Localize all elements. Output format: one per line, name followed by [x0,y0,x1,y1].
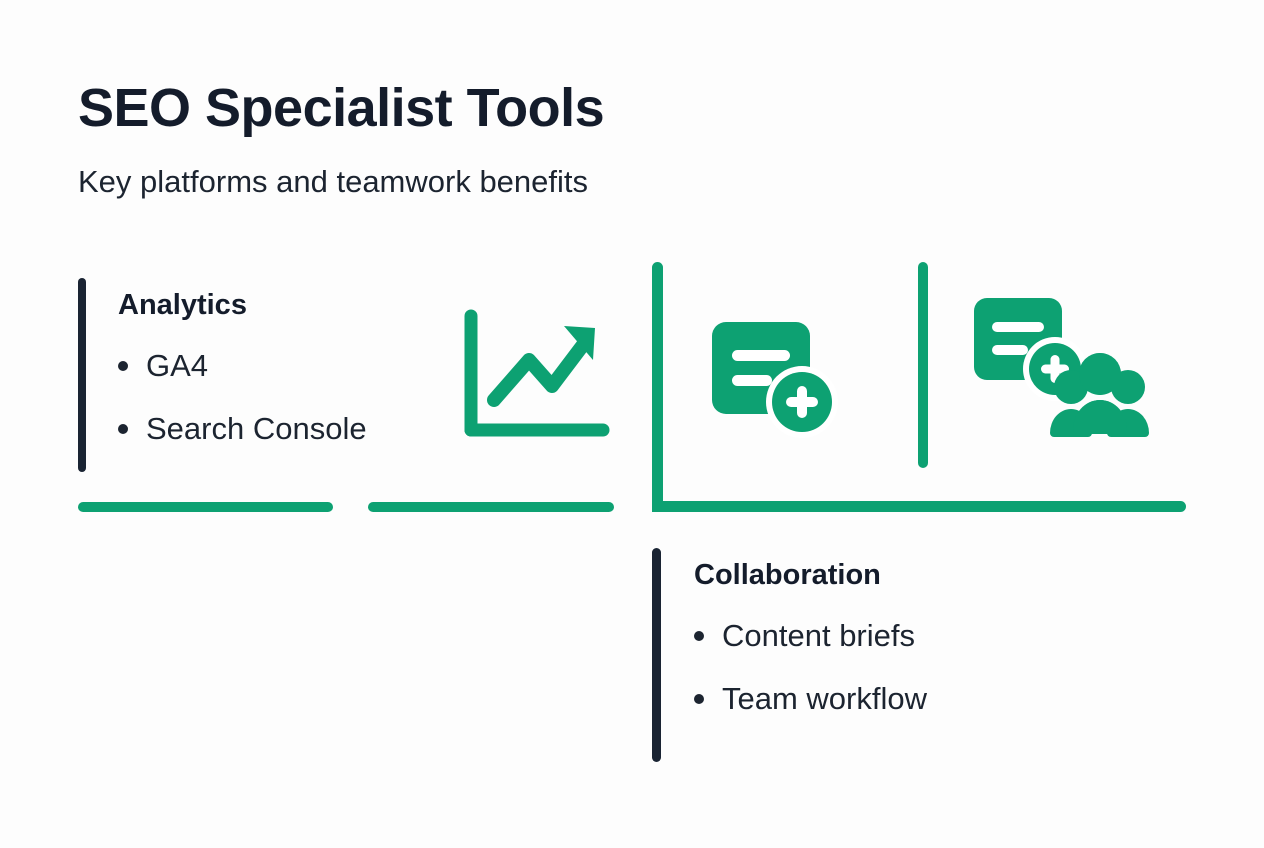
analytics-heading: Analytics [118,289,247,321]
divider-rule-left [78,502,333,512]
analytics-accent-bar [78,278,86,472]
list-item: Team workflow [694,680,927,719]
collaboration-accent-bar [652,548,661,762]
page-title: SEO Specialist Tools [78,78,605,138]
section-divider-vertical [918,262,928,468]
list-item: GA4 [118,347,367,386]
trending-chart-icon [462,308,612,448]
divider-rule-middle [368,502,614,512]
bullet-dot-icon [118,423,128,434]
list-item: Content briefs [694,617,927,656]
list-item-label: Team workflow [722,680,927,716]
page-subtitle: Key platforms and teamwork benefits [78,164,589,199]
bullet-dot-icon [118,361,128,372]
bullet-dot-icon [694,693,704,704]
analytics-block: Analytics GA4 Search Console [118,288,367,448]
document-add-icon [710,320,844,440]
collaboration-bullet-list: Content briefs Team workflow [694,617,927,719]
analytics-bullet-list: GA4 Search Console [118,347,367,449]
collaboration-heading: Collaboration [694,559,881,591]
document-add-group-icon [972,296,1168,452]
list-item: Search Console [118,410,367,449]
collaboration-bracket-vertical [652,262,663,512]
list-item-label: GA4 [146,347,209,383]
list-item-label: Search Console [146,410,367,446]
list-item-label: Content briefs [722,617,915,653]
collaboration-bracket-horizontal [652,501,1186,512]
collaboration-block: Collaboration Content briefs Team workfl… [694,558,927,718]
bullet-dot-icon [694,631,704,642]
